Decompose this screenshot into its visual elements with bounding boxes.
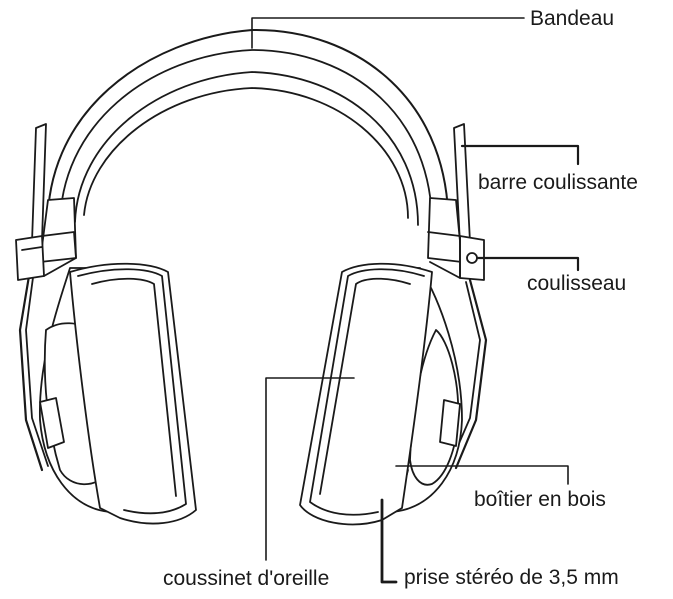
leader-headband	[251, 17, 525, 49]
right-ear-cushion	[299, 262, 433, 526]
leader-stereo-jack	[380, 498, 398, 584]
left-slider	[15, 197, 77, 281]
right-slide-bar	[449, 123, 488, 470]
label-slide-bar: barre coulissante	[478, 171, 638, 194]
leader-ear-cushion	[265, 377, 355, 561]
leader-slider	[476, 256, 580, 272]
label-wood-case: boîtier en bois	[474, 488, 606, 511]
headband	[46, 28, 450, 239]
right-slider	[427, 197, 485, 281]
label-stereo-jack: prise stéréo de 3,5 mm	[404, 566, 619, 589]
label-ear-cushion: coussinet d'oreille	[163, 567, 330, 590]
leader-slide-bar	[460, 144, 580, 166]
left-ear-cushion	[69, 262, 197, 525]
leader-lines	[251, 17, 580, 584]
left-slide-bar	[18, 123, 49, 472]
leader-wood-case	[395, 465, 569, 485]
label-slider: coulisseau	[527, 272, 627, 295]
label-headband: Bandeau	[530, 7, 615, 30]
